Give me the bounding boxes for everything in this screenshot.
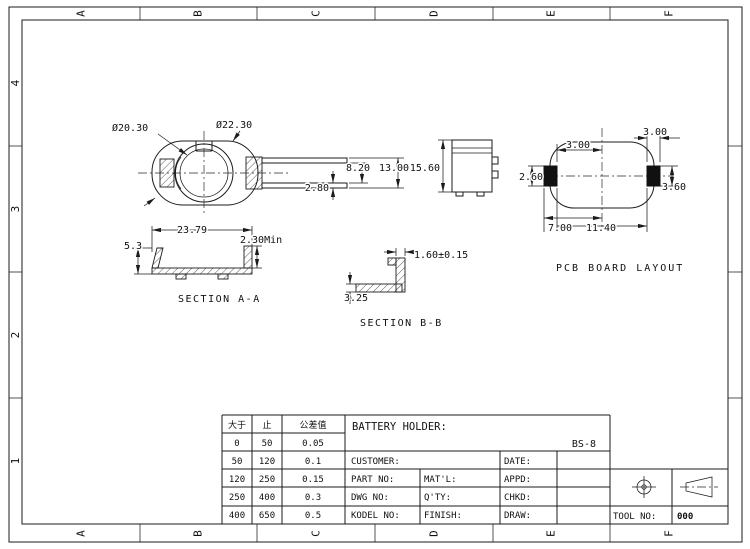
tol-cell: 0.1 [305,457,321,467]
zone-ticks [9,7,742,542]
tol-cell: 0.05 [302,439,324,449]
section-bb-label: SECTION B-B [360,318,443,329]
zone-letter: A [75,530,88,537]
zone-letter: C [310,10,323,17]
pcb-pad-left [543,165,558,187]
side-pin [491,170,499,179]
tol-cell: 120 [259,457,275,467]
field-finish: FINISH: [424,511,462,521]
section-cut-arrow [143,197,156,207]
battery-holder-side-view: 15.60 [408,139,499,197]
tol-cell: 0.5 [305,511,321,521]
projection-target-icon [632,476,656,498]
tol-cell: 650 [259,511,275,521]
zone-letter: D [428,10,441,17]
field-draw: DRAW: [504,511,531,521]
field-qty: Q'TY: [424,493,451,503]
field-chkd: CHKD: [504,493,531,503]
side-pin [491,156,499,165]
field-date: DATE: [504,457,531,467]
spring-contact [159,158,175,188]
section-bb-dimension-lines [346,248,418,304]
zone-letters-top: A B C D E F [75,10,676,17]
tol-cell: 50 [262,439,273,449]
title-block: 大于 止 公差值 0 50 0.05 50 120 0.1 120 250 0.… [221,414,728,524]
title-block-lines [221,414,728,524]
pin-bottom [261,182,348,189]
field-part-no: PART NO: [351,475,394,485]
battery-holder-top-view: Ø20.30 Ø22.30 8.20 13.00 2.80 [111,118,411,213]
dim-pad-right-width: 3.00 [643,127,667,138]
tool-no-value: 000 [677,512,693,522]
zone-number: 3 [9,206,22,213]
zone-letter: E [545,10,558,17]
tol-cell: 0 [234,439,239,449]
field-dwg-no: DWG NO: [351,493,389,503]
zone-letter: F [663,10,676,17]
dim-base-thickness: 3.25 [344,293,368,304]
tol-cell: 0.15 [302,475,324,485]
tol-cell: 400 [229,511,245,521]
dim-section-width: 23.79 [177,225,207,236]
field-appd: APPD: [504,475,531,485]
dim-inner-diameter: Ø20.30 [112,122,148,134]
zone-letter: C [310,530,323,537]
zone-letter: B [192,10,205,17]
dim-pad-left-height: 2.60 [519,172,543,183]
zone-number: 2 [9,332,22,339]
section-aa-label: SECTION A-A [178,294,261,305]
zone-number: 1 [9,458,22,465]
section-a-a: 23.79 5.3 2.30Min SECTION A-A [123,224,284,306]
dim-clip-min: 2.30Min [240,235,282,246]
zone-letters-bottom: A B C D E F [75,530,676,537]
zone-letter: E [545,530,558,537]
tol-cell: 250 [259,475,275,485]
zone-letter: D [428,530,441,537]
dim-span-pads: 11.40 [586,223,616,234]
field-matl: MAT'L: [424,475,457,485]
dim-tab-thickness: 1.60±0.15 [414,250,468,261]
tol-header-value: 公差值 [299,419,326,431]
field-customer: CUSTOMER: [351,457,400,467]
zone-letter: A [75,10,88,17]
pcb-dimension-lines [528,134,680,232]
terminal-block [245,156,263,190]
dim-pad-left-width: 3.00 [566,140,590,151]
field-tool-no: TOOL NO: [613,512,656,522]
section-b-b: 1.60±0.15 3.25 SECTION B-B [342,248,470,329]
tol-header-over: 大于 [228,419,246,431]
tol-cell: 400 [259,493,275,503]
tol-cell: 50 [232,457,243,467]
section-aa-dimension-lines [134,226,262,275]
dim-span-left: 7.00 [548,223,572,234]
zone-letter: B [192,530,205,537]
zone-numbers-left: 4 3 2 1 [9,79,22,464]
tol-cell: 250 [229,493,245,503]
tolerance-table: 大于 止 公差值 0 50 0.05 50 120 0.1 120 250 0.… [228,419,327,521]
tol-cell: 0.3 [305,493,321,503]
zone-letter: F [663,530,676,537]
dim-pin-span-inner: 8.20 [346,163,370,174]
tol-cell: 120 [229,475,245,485]
pcb-layout-label: PCB BOARD LAYOUT [556,263,684,274]
field-model-no: KODEL NO: [351,511,400,521]
height-dimension [438,139,452,193]
pcb-pad-right [646,165,661,187]
tol-header-to: 止 [262,419,271,431]
dim-lip-height: 5.3 [124,241,142,252]
drawing-title: BATTERY HOLDER: [352,421,447,433]
dim-pad-right-height: 3.60 [662,182,686,193]
projection-cone-icon [680,476,718,498]
dim-pin-span-outer: 13.00 [379,163,409,174]
zone-number: 4 [9,79,22,86]
dim-holder-height: 15.60 [410,163,440,174]
model-number: BS-8 [572,439,596,450]
dim-pin-gap: 2.80 [305,183,329,194]
sheet-frame: A B C D E F A B C D E F 4 3 2 1 [8,6,743,543]
pin-top [261,157,348,164]
pcb-board-layout: 3.00 3.00 2.60 3.60 7.00 11.40 PCB BOARD… [517,126,687,275]
pin-dimension-lines [330,157,404,200]
dim-outer-diameter: Ø22.30 [216,119,252,131]
